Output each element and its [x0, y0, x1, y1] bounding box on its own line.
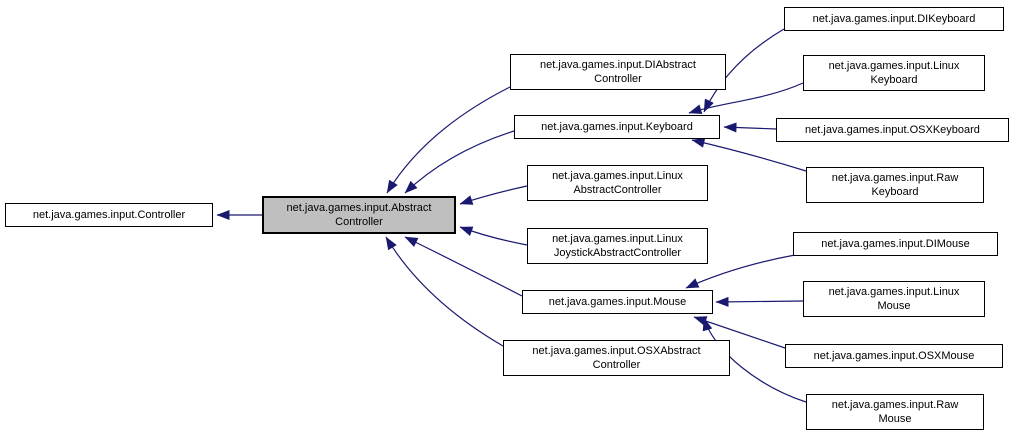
edge-linux-abstract-controller-to-abstract-controller: [459, 185, 528, 205]
edge-di-abstract-controller-to-abstract-controller: [386, 86, 511, 194]
edge-raw-mouse-to-mouse: [702, 317, 807, 403]
edge-keyboard-to-abstract-controller: [404, 130, 515, 194]
node-di-abstract-controller[interactable]: net.java.games.input.DIAbstract Controll…: [510, 54, 726, 90]
edge-linux-joystick-abstract-controller-to-abstract-controller: [459, 226, 528, 246]
edge-di-mouse-to-mouse: [685, 254, 796, 289]
node-raw-keyboard[interactable]: net.java.games.input.Raw Keyboard: [806, 167, 984, 203]
node-linux-keyboard[interactable]: net.java.games.input.Linux Keyboard: [803, 55, 985, 91]
node-linux-mouse[interactable]: net.java.games.input.Linux Mouse: [803, 281, 985, 317]
node-mouse[interactable]: net.java.games.input.Mouse: [522, 290, 713, 314]
node-keyboard[interactable]: net.java.games.input.Keyboard: [514, 115, 720, 139]
edge-mouse-to-abstract-controller: [404, 236, 523, 297]
edge-linux-mouse-to-mouse: [715, 296, 804, 307]
edge-osx-keyboard-to-keyboard: [723, 122, 777, 133]
edge-di-keyboard-to-keyboard: [703, 28, 785, 113]
node-abstract-controller: net.java.games.input.Abstract Controller: [262, 196, 456, 234]
node-di-mouse[interactable]: net.java.games.input.DIMouse: [793, 232, 998, 256]
node-di-keyboard[interactable]: net.java.games.input.DIKeyboard: [784, 7, 1004, 31]
edge-linux-keyboard-to-keyboard: [688, 82, 804, 115]
node-raw-mouse[interactable]: net.java.games.input.Raw Mouse: [806, 394, 984, 430]
node-linux-abstract-controller[interactable]: net.java.games.input.Linux AbstractContr…: [527, 165, 708, 201]
node-osx-abstract-controller[interactable]: net.java.games.input.OSXAbstract Control…: [503, 340, 730, 376]
node-osx-keyboard[interactable]: net.java.games.input.OSXKeyboard: [776, 118, 1009, 142]
node-osx-mouse[interactable]: net.java.games.input.OSXMouse: [785, 344, 1003, 368]
edge-raw-keyboard-to-keyboard: [691, 137, 807, 172]
node-linux-joystick-abstract-controller[interactable]: net.java.games.input.Linux JoystickAbstr…: [527, 228, 708, 264]
node-controller[interactable]: net.java.games.input.Controller: [5, 203, 213, 227]
edge-osx-abstract-controller-to-abstract-controller: [385, 236, 504, 347]
